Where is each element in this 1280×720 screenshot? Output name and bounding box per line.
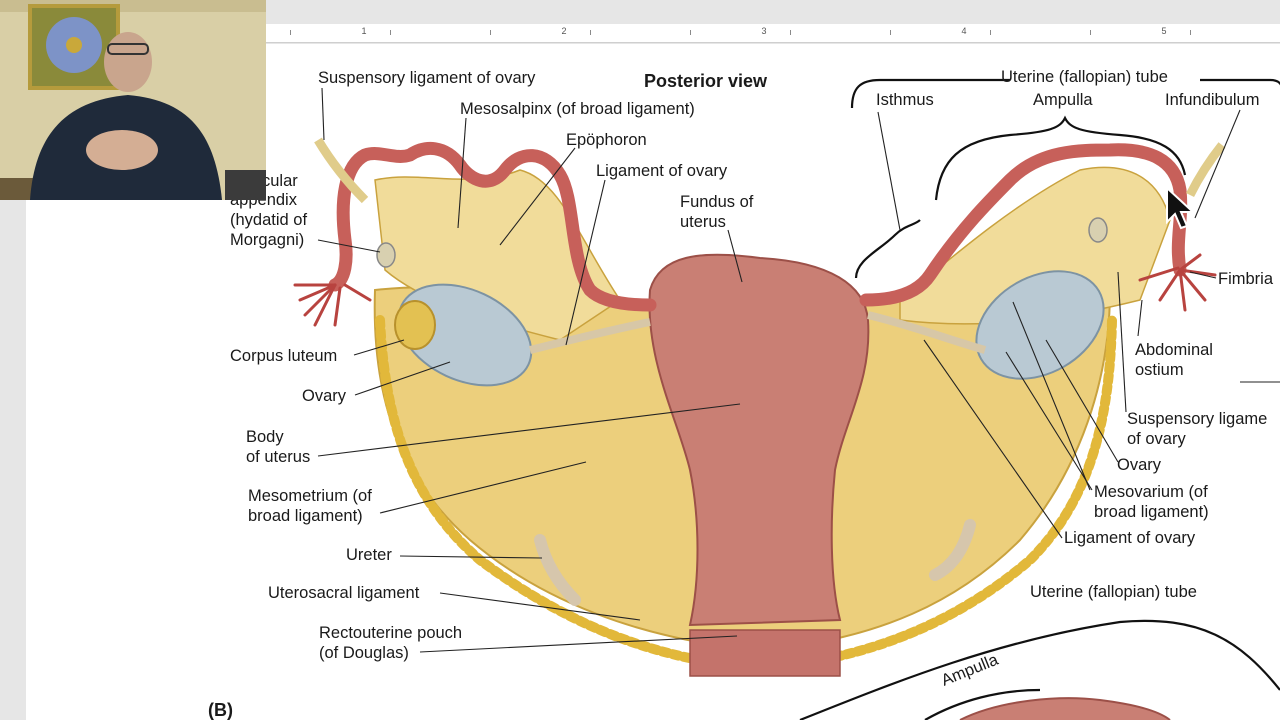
label-suspensory-ligament-top: Suspensory ligament of ovary: [318, 69, 536, 87]
label-mesometrium-2: broad ligament): [248, 507, 363, 525]
ampulla-bottom-brace: [924, 688, 1041, 720]
label-body-1: Body: [246, 428, 284, 446]
ruler-tick: [1190, 30, 1191, 35]
left-tube-shape: [328, 142, 657, 312]
horizontal-ruler: 1 2 3 4 5: [266, 24, 1280, 43]
label-body-2: of uterus: [246, 448, 310, 466]
hydatid-left-shape: [376, 242, 396, 268]
ruler-tick: [490, 30, 491, 35]
hydatid-right-shape: [1088, 217, 1108, 243]
label-suspensory-right-1: Suspensory ligame: [1127, 410, 1267, 428]
label-abdominal-2: ostium: [1135, 361, 1184, 379]
label-corpus-luteum: Corpus luteum: [230, 347, 337, 365]
ruler-tick: [890, 30, 891, 35]
presenter-video: [0, 0, 266, 200]
ruler-number: 5: [1161, 26, 1167, 36]
right-suspensory-shape: [1185, 142, 1226, 198]
left-ureter-shape: [534, 534, 581, 606]
label-isthmus: Isthmus: [876, 91, 934, 109]
label-fimbriae: Fimbria: [1218, 270, 1274, 288]
anatomy-figure: Suspensory ligament of ovary Posterior v…: [208, 68, 1280, 720]
label-suspensory-right-2: of ovary: [1127, 430, 1186, 448]
corpus-luteum-shape: [394, 300, 436, 350]
label-ligament-of-ovary-right: Ligament of ovary: [1064, 529, 1196, 547]
presenter-hands: [86, 130, 158, 170]
ruler-number: 4: [961, 26, 967, 36]
label-fundus-1: Fundus of: [680, 193, 754, 211]
label-mesovarium-2: broad ligament): [1094, 503, 1209, 521]
label-infundibulum: Infundibulum: [1165, 91, 1259, 109]
ruler-tick: [1090, 30, 1091, 35]
left-fimbriae-shape: [293, 283, 372, 327]
ampulla-brace: [934, 115, 1187, 201]
label-rectouterine-1: Rectouterine pouch: [319, 624, 462, 642]
right-ovary-ligament-shape: [867, 311, 987, 354]
uterine-tube-brace: [850, 78, 1280, 109]
panel-label: (B): [208, 700, 233, 720]
label-vesicular-4: Morgagni): [230, 231, 304, 249]
ruler-number: 1: [361, 26, 367, 36]
label-ureter: Ureter: [346, 546, 392, 564]
label-mesometrium-1: Mesometrium (of: [248, 487, 372, 505]
label-vesicular-1: cular: [262, 172, 298, 190]
left-ovary-ligament-shape: [529, 318, 651, 354]
right-tube-shape: [859, 143, 1188, 307]
label-epoophoron: Epöphoron: [566, 131, 647, 149]
label-ligament-of-ovary-top: Ligament of ovary: [596, 162, 728, 180]
label-ovary-left: Ovary: [302, 387, 347, 405]
ruler-tick: [790, 30, 791, 35]
cervix-shape: [689, 629, 841, 677]
ruler-tick: [690, 30, 691, 35]
leader-lines: [317, 87, 1280, 653]
label-ovary-right: Ovary: [1117, 456, 1162, 474]
label-uterosacral: Uterosacral ligament: [268, 584, 420, 602]
label-abdominal-1: Abdominal: [1135, 341, 1213, 359]
presenter-glasses: [107, 43, 149, 55]
presenter-head: [104, 32, 152, 92]
ruler-tick: [290, 30, 291, 35]
view-title: Posterior view: [644, 71, 768, 91]
document-page: Suspensory ligament of ovary Posterior v…: [26, 44, 1280, 720]
ruler-tick: [990, 30, 991, 35]
webcam-overlay: [0, 0, 266, 200]
label-fundus-2: uterus: [680, 213, 726, 231]
lower-tube-shape: [959, 697, 1171, 720]
ruler-number: 2: [561, 26, 567, 36]
ruler-tick: [390, 30, 391, 35]
label-mesosalpinx: Mesosalpinx (of broad ligament): [460, 100, 695, 118]
right-fimbriae-shape: [1138, 253, 1217, 312]
uterus-shape: [648, 253, 870, 627]
left-suspensory-shape: [314, 137, 369, 204]
right-ovary-shape: [975, 270, 1105, 380]
label-mesovarium-1: Mesovarium (of: [1094, 483, 1208, 501]
label-uterine-tube-top: Uterine (fallopian) tube: [1001, 68, 1168, 86]
ruler-number: 3: [761, 26, 767, 36]
isthmus-brace: [854, 219, 921, 279]
label-uterine-tube-bottom: Uterine (fallopian) tube: [1030, 583, 1197, 601]
ruler-tick: [590, 30, 591, 35]
left-ovary-shape: [397, 283, 533, 387]
lower-tube-brace: [799, 619, 1280, 720]
label-rectouterine-2: (of Douglas): [319, 644, 409, 662]
label-vesicular-3: (hydatid of: [230, 211, 307, 229]
mouse-cursor-icon: [1166, 186, 1196, 230]
label-ampulla: Ampulla: [1033, 91, 1093, 109]
right-ureter-shape: [929, 519, 976, 581]
